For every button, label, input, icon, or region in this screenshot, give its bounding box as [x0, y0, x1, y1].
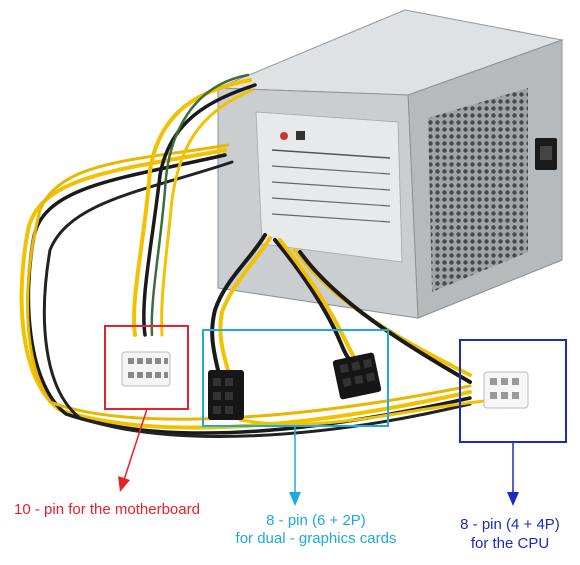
gpu-connector-right — [332, 352, 382, 400]
motherboard-connector-caption: 10 - pin for the motherboard — [14, 501, 200, 518]
gpu-connector-caption-line2: for dual - graphics cards — [235, 530, 397, 547]
gpu-connector-left — [208, 370, 244, 420]
cpu-connector-caption-line1: 8 - pin (4 + 4P) — [460, 516, 560, 533]
cpu-connector-caption-line2: for the CPU — [470, 535, 550, 552]
gpu-connector-caption-line1: 8 - pin (6 + 2P) — [266, 512, 366, 529]
cpu-connector — [483, 371, 529, 409]
cable-bundle — [19, 73, 512, 438]
cpu-arrow — [507, 442, 519, 506]
psu-label — [255, 111, 403, 263]
psu-case — [217, 9, 564, 319]
motherboard-connector — [121, 351, 171, 387]
motherboard-arrow — [118, 408, 148, 492]
gpu-arrow — [289, 426, 301, 506]
